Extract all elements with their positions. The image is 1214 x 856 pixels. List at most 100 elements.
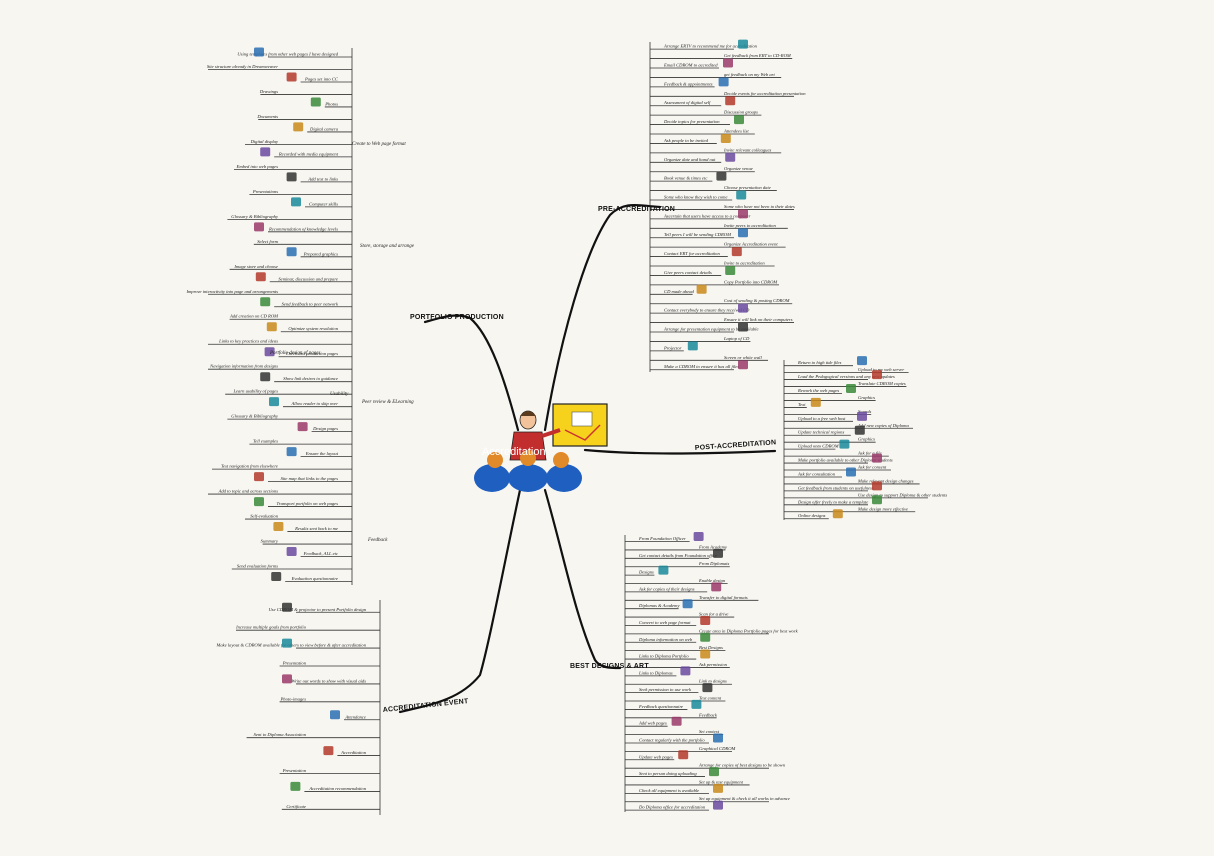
clipart-icon bbox=[693, 532, 704, 542]
node-label: Contact ERT for accreditation bbox=[664, 251, 720, 256]
node-label: Use design to support Diploma & other st… bbox=[858, 492, 947, 497]
node-icons bbox=[254, 39, 882, 810]
clipart-icon bbox=[297, 422, 308, 432]
node-label: Projector bbox=[663, 345, 682, 350]
node-label: Write out words to show with visual aids bbox=[292, 678, 367, 683]
node-label: Update technical regions bbox=[798, 430, 844, 435]
clipart-icon bbox=[857, 411, 867, 421]
clipart-icon bbox=[700, 649, 711, 659]
clipart-icon bbox=[680, 666, 691, 676]
node-label: Add text to links bbox=[307, 176, 338, 181]
line-pre bbox=[543, 203, 662, 432]
branch-label-event: ACCREDITATION EVENT bbox=[382, 698, 469, 714]
clipart-icon bbox=[832, 509, 843, 519]
audience-head-left-icon bbox=[487, 452, 503, 468]
branch-portfolio: PORTFOLIO PRODUCTION bbox=[410, 314, 504, 321]
clipart-icon bbox=[254, 472, 264, 482]
node-label: Invite peers to accreditation bbox=[723, 223, 776, 228]
audience-body-left-icon bbox=[474, 464, 510, 492]
node-label: Presentation bbox=[282, 768, 307, 773]
clipart-icon bbox=[271, 572, 282, 582]
node-label: From Academy bbox=[698, 544, 728, 549]
node-label: Organize Accreditation event bbox=[724, 242, 778, 247]
line-event bbox=[398, 488, 522, 714]
node-label: Text bbox=[798, 402, 806, 407]
node-label: Navigation information from designs bbox=[209, 364, 278, 369]
clipart-icon bbox=[286, 447, 297, 457]
board-chart-icon bbox=[571, 411, 593, 427]
node-label: Select form bbox=[257, 239, 278, 244]
node-label: Get contact details from Foundation offi… bbox=[639, 553, 717, 558]
node-label: Ensure the layout bbox=[305, 451, 339, 456]
clipart-icon bbox=[282, 674, 292, 684]
node-label: Graphics bbox=[858, 437, 875, 442]
node-label: Cost of sending & posting CDROM bbox=[724, 298, 791, 303]
node-label: Rework the web pages bbox=[797, 388, 839, 393]
node-label: Set up & test equipment bbox=[699, 779, 744, 784]
branch-event: ACCREDITATION EVENT bbox=[382, 698, 469, 714]
node-label: Make relevant design changes bbox=[857, 478, 914, 483]
branch-label-best: BEST DESIGNS & ART bbox=[570, 663, 649, 670]
clipart-icon bbox=[723, 58, 733, 68]
node-label: Some who know they wish to come bbox=[664, 195, 728, 200]
node-label: Seminar, discussion and prepare bbox=[278, 276, 338, 282]
clipart-icon bbox=[286, 172, 297, 182]
node-label: Feedback bbox=[698, 712, 718, 717]
node-label: Use CDROM & projector to present Portfol… bbox=[268, 607, 366, 612]
node-label: Scan for a drive bbox=[699, 612, 728, 617]
clipart-icon bbox=[273, 522, 284, 532]
subtopic-labels: Create to Web page format Store, storage… bbox=[269, 142, 415, 543]
clipart-icon bbox=[738, 360, 748, 370]
node-label: Ascertain that users have access to a co… bbox=[663, 213, 751, 218]
clipart-icon bbox=[310, 97, 321, 107]
node-label: Transport portfolio on web pages bbox=[276, 501, 338, 506]
node-label: Discussion groups bbox=[723, 110, 758, 115]
node-label: Laptop of CD bbox=[723, 336, 750, 341]
clipart-icon bbox=[857, 356, 867, 366]
node-label: Load the Pedagogical versions and any ne… bbox=[797, 374, 895, 379]
node-label: Prepared graphics bbox=[303, 251, 338, 256]
node-label: Copy Portfolio into CDROM bbox=[724, 279, 778, 284]
clipart-icon bbox=[734, 115, 744, 125]
node-label: Online designs bbox=[798, 513, 826, 518]
node-label: Upload to my web server bbox=[858, 367, 904, 372]
clipart-icon bbox=[872, 481, 882, 491]
clipart-icon bbox=[700, 615, 711, 625]
node-label: Decide topics for presentation bbox=[663, 119, 720, 124]
node-label: Design pages bbox=[312, 426, 338, 431]
node-label: Site map that links to the pages bbox=[281, 476, 339, 481]
line-best bbox=[543, 488, 622, 670]
node-label: Allow reader to skip over bbox=[290, 401, 338, 406]
node-label: Get feedback from ERT to CD-ROM bbox=[724, 53, 792, 58]
node-label: Diploma information on web bbox=[638, 637, 693, 642]
subtopic-reviewed: Peer review & ELearning bbox=[361, 400, 414, 405]
clipart-icon bbox=[854, 425, 865, 435]
node-label: Arrange ERTV to recommend me for accredi… bbox=[663, 44, 758, 49]
node-label: Add creation on CD ROM bbox=[229, 314, 279, 319]
node-label: Ask for copies of their designs bbox=[638, 586, 695, 591]
clipart-icon bbox=[282, 638, 292, 648]
node-label: Self-evaluation bbox=[250, 514, 279, 519]
clipart-icon bbox=[711, 582, 722, 592]
node-label: Sent to Diploma Association bbox=[254, 732, 307, 737]
subtopic-design: Portfolio design of pages bbox=[269, 351, 320, 356]
clipart-icon bbox=[254, 222, 264, 232]
node-label: Certificate bbox=[286, 804, 306, 809]
node-label: get feedback on my Web art bbox=[724, 72, 775, 77]
node-label: Create area in Diploma Portfolio pages f… bbox=[699, 628, 799, 633]
branch-lines bbox=[398, 203, 777, 714]
node-label: Decide events for accreditation presenta… bbox=[723, 91, 806, 96]
node-label: Accreditation bbox=[340, 750, 367, 755]
board-pointer-icon bbox=[564, 424, 601, 441]
clipart-icon bbox=[725, 265, 736, 275]
node-label: Glossary & Bibliography bbox=[231, 214, 279, 219]
node-label: Improve interactivity into page and arra… bbox=[185, 289, 278, 294]
node-label: Make design more effective bbox=[857, 506, 908, 511]
clipart-icon bbox=[713, 783, 723, 793]
node-label: Invite relevant colleagues bbox=[723, 147, 771, 152]
node-label: Attendance bbox=[344, 714, 366, 719]
node-label: Diplomas & Academy bbox=[638, 603, 680, 608]
clipart-icon bbox=[282, 602, 292, 612]
clipart-icon bbox=[254, 497, 264, 507]
node-label: Arrange for copies of best designs to be… bbox=[698, 763, 786, 768]
